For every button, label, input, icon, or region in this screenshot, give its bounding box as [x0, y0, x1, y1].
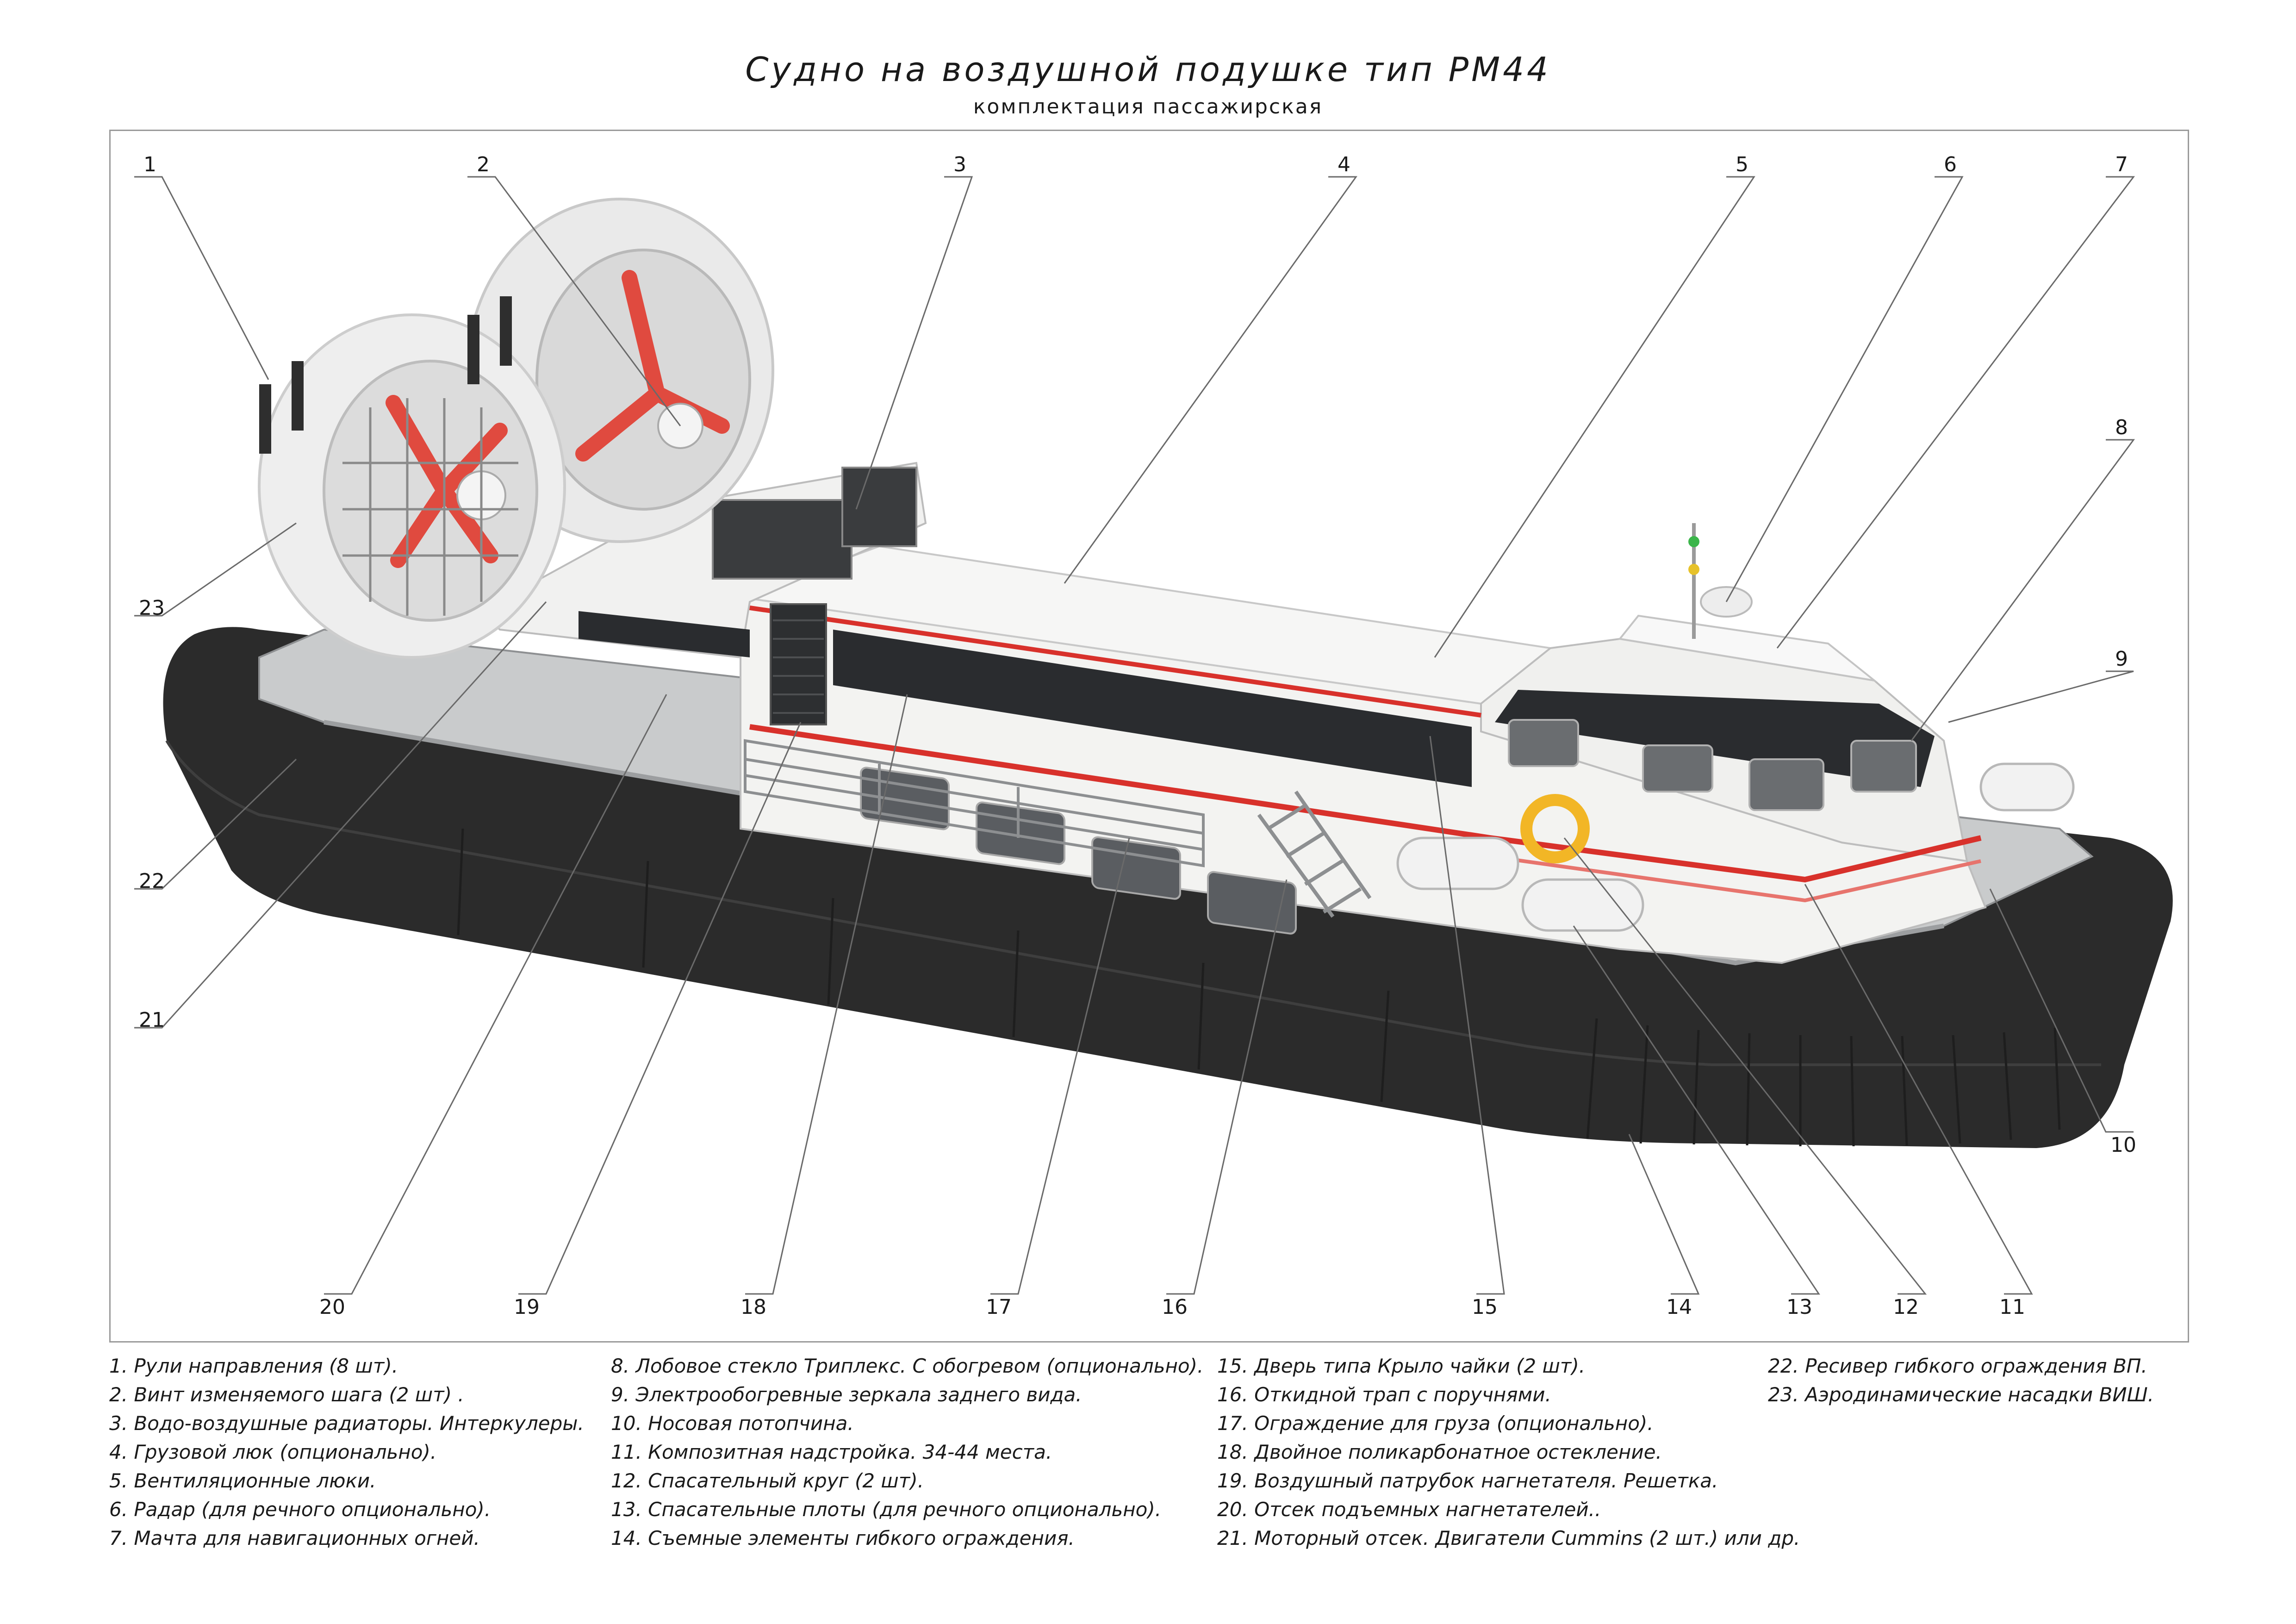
drawing-frame	[109, 130, 2189, 1343]
legend-column-2: 8. Лобовое стекло Триплекс. С обогревом …	[611, 1352, 1203, 1553]
legend-item: 17. Ограждение для груза (опционально).	[1217, 1412, 1654, 1435]
legend-item: 23. Аэродинамические насадки ВИШ.	[1768, 1383, 2154, 1406]
legend-item: 22. Ресивер гибкого ограждения ВП.	[1768, 1355, 2147, 1377]
radiator-grille	[770, 603, 827, 725]
callout-14: 14	[1666, 1295, 1692, 1319]
callout-13: 13	[1786, 1295, 1812, 1319]
legend-item: 7. Мачта для навигационных огней.	[109, 1527, 480, 1549]
legend-item: 13. Спасательные плоты (для речного опци…	[611, 1498, 1162, 1521]
legend-item: 2. Винт изменяемого шага (2 шт) .	[109, 1383, 464, 1406]
callout-21: 21	[139, 1008, 165, 1032]
red-stripe-upper	[740, 604, 1481, 718]
callout-22: 22	[139, 869, 165, 893]
callout-4: 4	[1338, 153, 1350, 176]
legend-column-4: 22. Ресивер гибкого ограждения ВП. 23. А…	[1768, 1352, 2154, 1409]
callout-5: 5	[1736, 153, 1748, 176]
leader-lines	[134, 176, 2135, 1295]
callout-11: 11	[1999, 1295, 2025, 1319]
callout-19: 19	[514, 1295, 540, 1319]
cargo-fence	[744, 739, 1205, 868]
skirt-segments	[457, 828, 2061, 1147]
callout-15: 15	[1472, 1295, 1498, 1319]
callout-23: 23	[139, 596, 165, 620]
legend-item: 20. Отсек подъемных нагнетателей..	[1217, 1498, 1601, 1521]
page-subtitle: комплектация пассажирская	[973, 95, 1323, 119]
lifebuoy	[1520, 794, 1590, 863]
legend-item: 3. Водо-воздушные радиаторы. Интеркулеры…	[109, 1412, 584, 1435]
legend-item: 19. Воздушный патрубок нагнетателя. Реше…	[1217, 1469, 1718, 1492]
legend-item: 21. Моторный отсек. Двигатели Cummins (2…	[1217, 1527, 1800, 1549]
callout-7: 7	[2115, 153, 2128, 176]
legend-item: 10. Носовая потопчина.	[611, 1412, 854, 1435]
callout-2: 2	[477, 153, 490, 176]
legend-item: 1. Рули направления (8 шт).	[109, 1355, 398, 1377]
legend-item: 14. Съемные элементы гибкого ограждения.	[611, 1527, 1075, 1549]
callout-12: 12	[1893, 1295, 1919, 1319]
propeller-duct-front	[258, 313, 566, 659]
callout-20: 20	[319, 1295, 345, 1319]
legend-item: 15. Дверь типа Крыло чайки (2 шт).	[1217, 1355, 1586, 1377]
legend-item: 9. Электрообогревные зеркала заднего вид…	[611, 1383, 1082, 1406]
callout-1: 1	[143, 153, 156, 176]
legend-item: 4. Грузовой люк (опционально).	[109, 1441, 437, 1463]
boarding-ladder	[1257, 790, 1372, 918]
rudders	[259, 296, 512, 454]
life-rafts	[1396, 762, 2075, 932]
callout-6: 6	[1944, 153, 1957, 176]
legend-item: 18. Двойное поликарбонатное остекление.	[1217, 1441, 1662, 1463]
callout-labels: 1 2 3 4 5 6 7 8 9 10 11 12 13 14 15 16 1…	[139, 153, 2136, 1319]
window-band	[833, 630, 1472, 787]
legend-column-1: 1. Рули направления (8 шт). 2. Винт изме…	[109, 1352, 584, 1553]
legend-item: 8. Лобовое стекло Триплекс. С обогревом …	[611, 1355, 1204, 1377]
page-title: Судно на воздушной подушке тип РМ44	[745, 50, 1551, 89]
callout-10: 10	[2110, 1133, 2136, 1157]
callout-9: 9	[2115, 647, 2128, 671]
callout-18: 18	[740, 1295, 766, 1319]
wheelhouse-windows	[1495, 690, 1935, 787]
legend-column-3: 15. Дверь типа Крыло чайки (2 шт). 16. О…	[1217, 1352, 1800, 1553]
legend-item: 16. Откидной трап с поручнями.	[1217, 1383, 1551, 1406]
callout-8: 8	[2115, 416, 2128, 439]
legend-item: 5. Вентиляционные люки.	[109, 1469, 376, 1492]
callout-3: 3	[953, 153, 966, 176]
red-stripe-lower	[749, 724, 1982, 883]
legend-item: 6. Радар (для речного опционально).	[109, 1498, 491, 1521]
legend-item: 12. Спасательный круг (2 шт).	[611, 1469, 924, 1492]
callout-17: 17	[986, 1295, 1012, 1319]
callout-16: 16	[1162, 1295, 1188, 1319]
legend-item: 11. Композитная надстройка. 34-44 места.	[611, 1441, 1052, 1463]
